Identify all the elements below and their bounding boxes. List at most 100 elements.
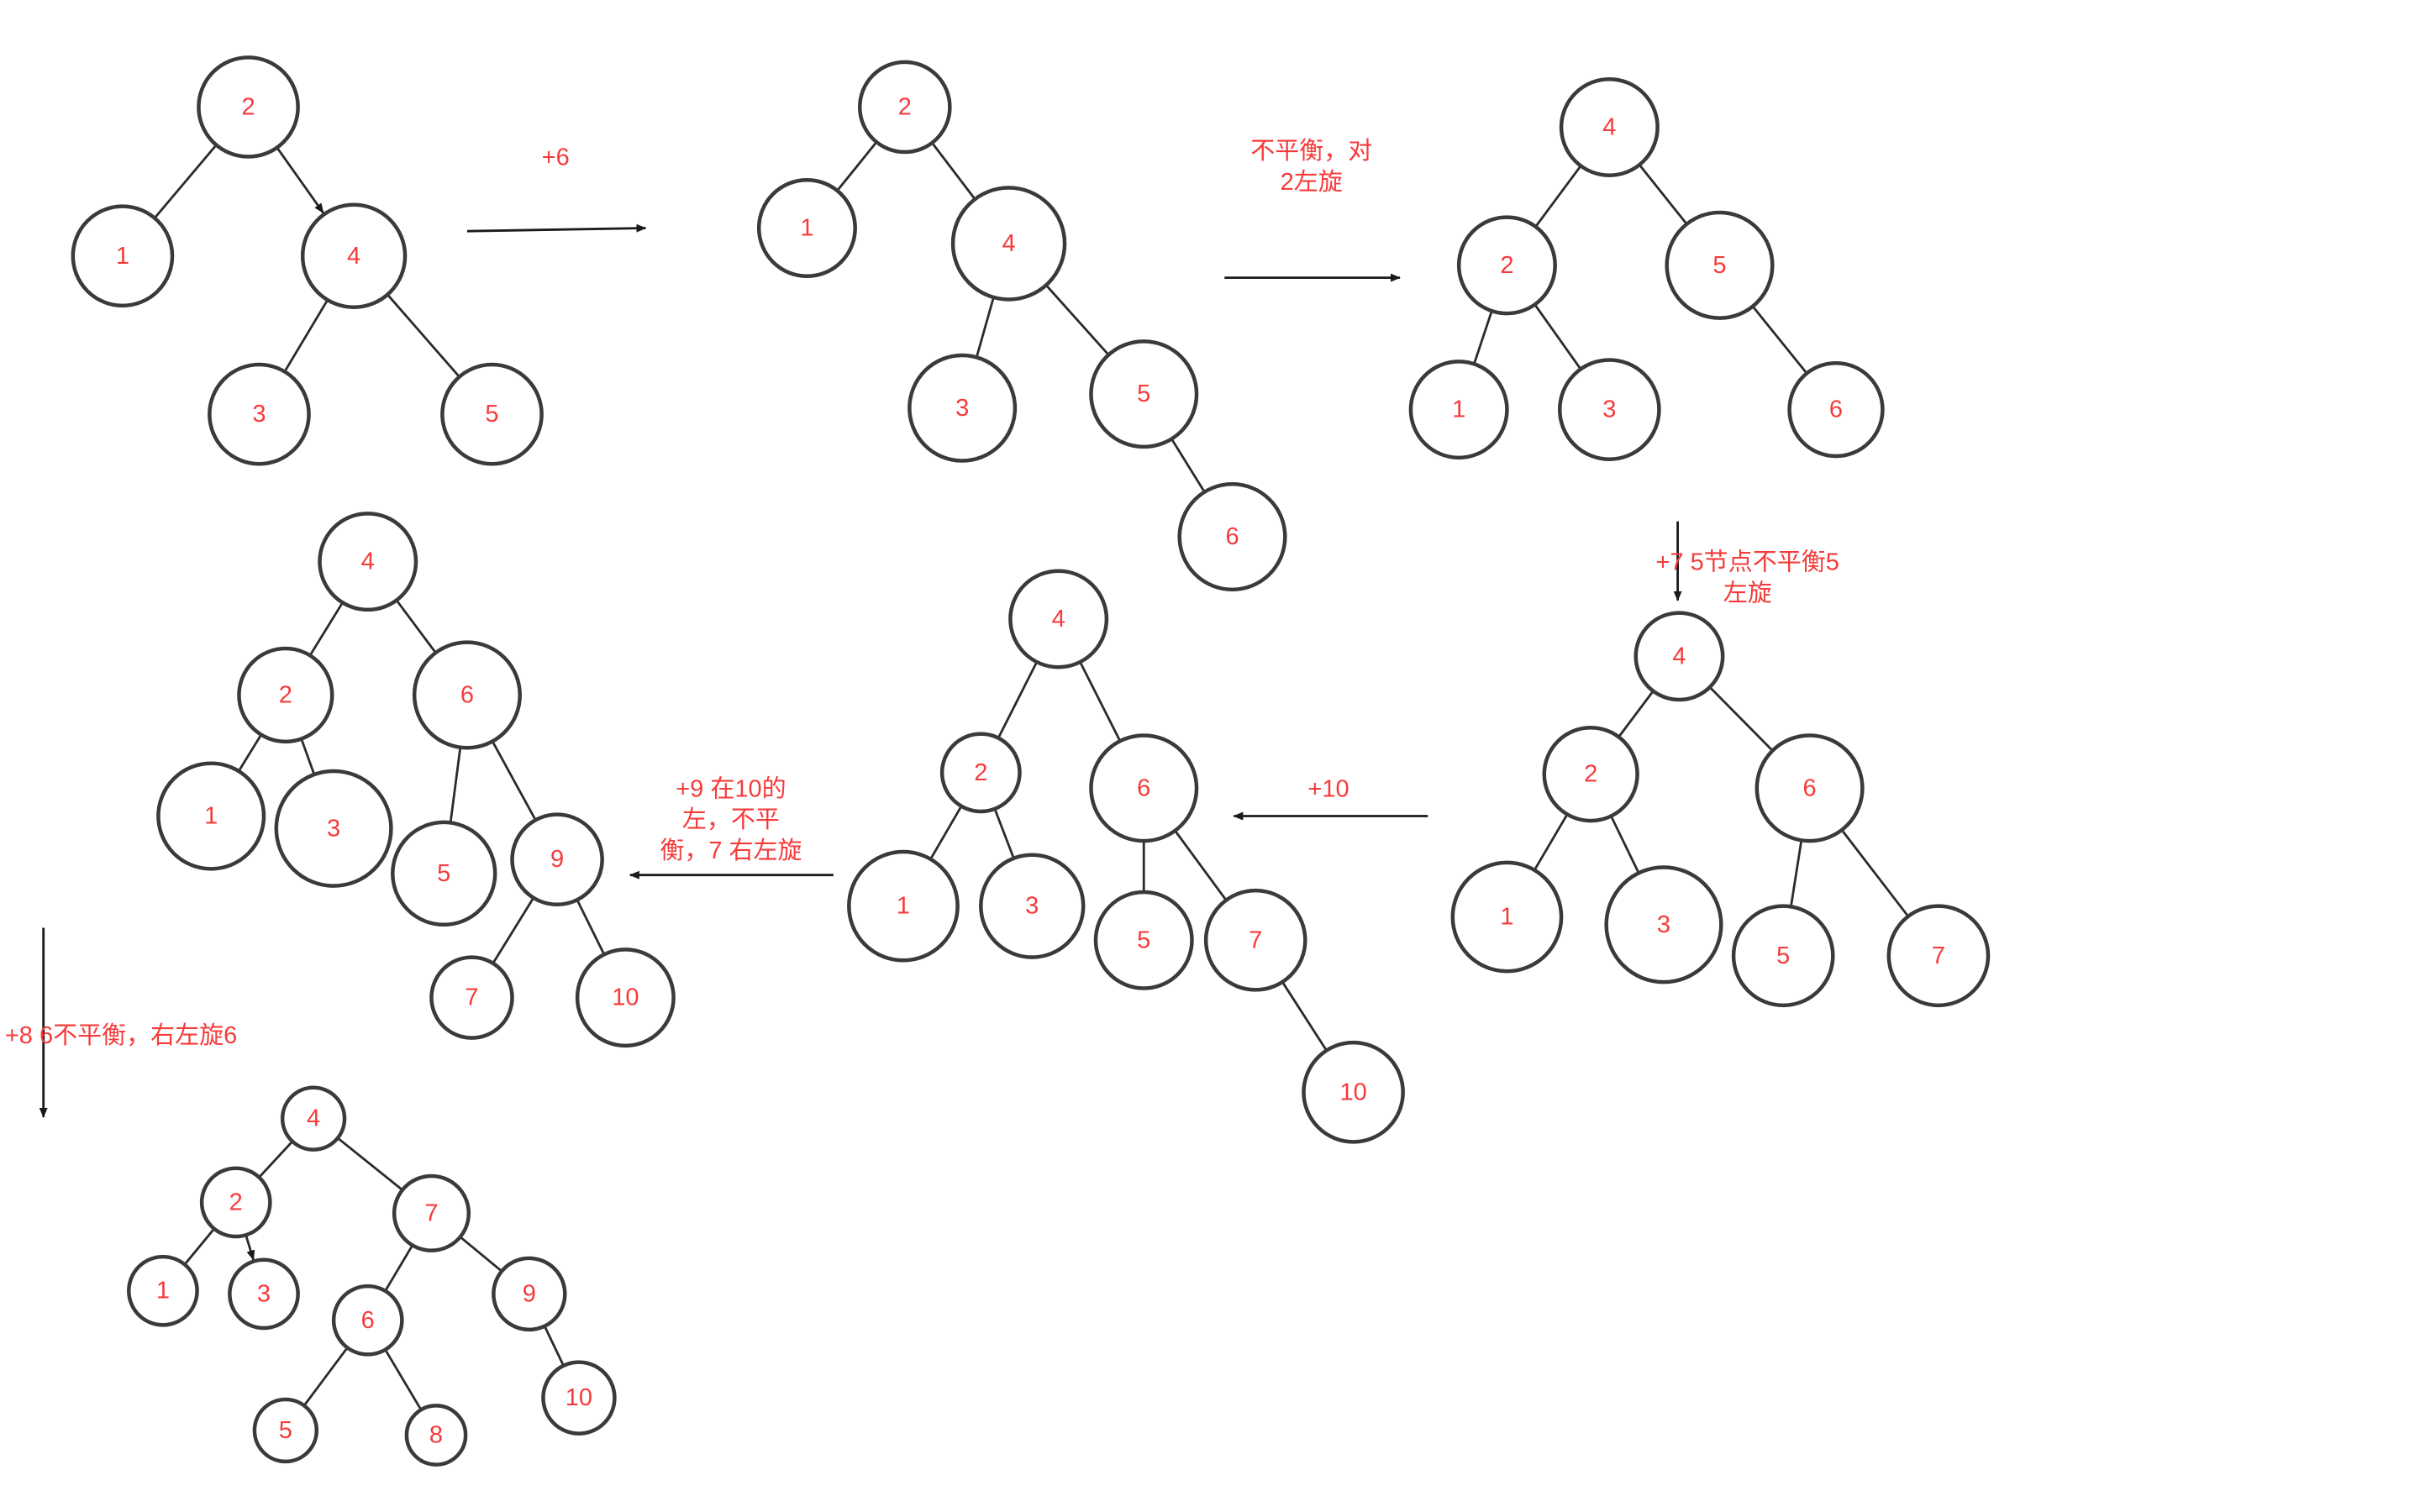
node-circle: [1665, 210, 1775, 320]
edge-t5-n2-t5-n1: [930, 806, 962, 859]
node-label: 5: [279, 1417, 292, 1444]
tree-node-t4-n7: 7: [1886, 904, 1991, 1008]
node-label: 6: [1225, 523, 1239, 550]
node-circle: [252, 1397, 319, 1464]
node-label: 4: [1602, 113, 1616, 140]
tree-node-t7-n5: 5: [252, 1397, 319, 1464]
node-label: 7: [465, 984, 478, 1011]
tree-node-t6-n3: 3: [274, 769, 393, 888]
tree-node-t5-n5: 5: [1093, 890, 1194, 990]
edge-t7-n9-t7-n10: [544, 1326, 565, 1366]
node-label: 10: [566, 1384, 592, 1411]
edge-t5-n6-t5-n7: [1175, 831, 1227, 900]
node-circle: [908, 353, 1018, 463]
tree-node-t1-n1: 1: [71, 204, 175, 308]
node-label: 6: [1803, 774, 1817, 801]
edge-t1-n2-t1-n1: [154, 144, 217, 218]
node-label: 2: [241, 93, 255, 120]
tree-node-t5-n3: 3: [979, 853, 1086, 959]
edge-t3-n2-t3-n3: [1534, 304, 1581, 370]
tree-node-t7-n10: 10: [541, 1360, 617, 1436]
node-label: 3: [252, 401, 266, 428]
tree-node-t6-n9: 9: [510, 812, 604, 907]
node-label: 1: [156, 1278, 170, 1305]
node-circle: [440, 362, 544, 466]
node-label: 2: [1500, 252, 1513, 279]
node-circle: [412, 640, 522, 750]
node-label: 4: [361, 549, 375, 575]
node-label: 2: [229, 1189, 243, 1215]
node-circle: [1203, 888, 1307, 992]
tree-node-t7-n3: 3: [228, 1257, 300, 1331]
tree-node-t4-n5: 5: [1731, 904, 1835, 1008]
node-label: 2: [279, 681, 292, 708]
tree-node-t2-n5: 5: [1089, 339, 1199, 449]
node-circle: [1456, 215, 1557, 316]
node-circle: [1557, 358, 1661, 461]
tree-node-t7-n2: 2: [199, 1166, 272, 1239]
node-label: 9: [523, 1280, 536, 1307]
node-label: 4: [1002, 230, 1015, 257]
edge-t4-n4-t4-n2: [1618, 690, 1654, 738]
node-label: 1: [116, 243, 129, 270]
node-circle: [1408, 360, 1509, 460]
tree-node-t6-n2: 2: [237, 646, 334, 744]
node-label: 4: [1672, 643, 1686, 669]
arrow-2-caption-line: 2左旋: [1281, 168, 1343, 196]
node-circle: [280, 1085, 347, 1152]
edge-t6-n4-t6-n6: [396, 600, 436, 653]
tree-node-t1-n4: 4: [300, 202, 408, 309]
tree-node-t6-n4: 4: [318, 512, 418, 612]
node-circle: [1089, 733, 1199, 843]
arrow-1-caption: +6: [542, 144, 570, 171]
tree-node-t6-n5: 5: [391, 820, 497, 927]
node-circle: [847, 849, 960, 963]
edge-t1-n2-t1-n4: [276, 147, 325, 214]
node-label: 1: [1500, 904, 1513, 931]
arrow-5-caption-line: 左，不平: [682, 806, 780, 833]
node-circle: [127, 1254, 199, 1327]
edge-t3-n2-t3-n1: [1473, 311, 1493, 364]
edge-t6-n9-t6-n10: [576, 900, 605, 954]
node-circle: [331, 1284, 404, 1357]
node-circle: [492, 1256, 567, 1332]
tree-node-t3-n2: 2: [1456, 215, 1557, 316]
edge-t5-n4-t5-n2: [997, 662, 1038, 738]
node-circle: [1089, 339, 1199, 449]
tree-node-t5-n10: 10: [1302, 1040, 1405, 1144]
edge-t4-n4-t4-n6: [1709, 687, 1773, 751]
edge-t4-n6-t4-n5: [1790, 840, 1802, 906]
node-label: 2: [974, 759, 987, 786]
edge-t7-n7-t7-n9: [460, 1236, 502, 1272]
node-label: 4: [307, 1105, 320, 1132]
node-label: 5: [1137, 381, 1150, 407]
tree-node-t6-n7: 7: [429, 955, 514, 1040]
node-label: 2: [898, 93, 912, 120]
node-label: 3: [955, 395, 969, 422]
tree-node-t2-n6: 6: [1177, 482, 1287, 592]
edge-t3-n5-t3-n6: [1752, 306, 1807, 374]
node-circle: [1302, 1040, 1405, 1144]
arrow-6-caption: +8 6不平衡，右左旋6: [5, 1021, 237, 1049]
node-circle: [541, 1360, 617, 1436]
tree-node-t6-n6: 6: [412, 640, 522, 750]
tree-node-t7-n4: 4: [280, 1085, 347, 1152]
edge-t4-n2-t4-n1: [1534, 814, 1568, 870]
node-label: 6: [1137, 774, 1150, 801]
edge-t1-n4-t1-n5: [387, 294, 460, 377]
node-circle: [857, 60, 952, 155]
node-circle: [1731, 904, 1835, 1008]
arrow-1-line: [466, 223, 647, 233]
edge-t3-n4-t3-n2: [1535, 165, 1581, 227]
node-circle: [208, 362, 311, 466]
tree-node-t4-n2: 2: [1542, 725, 1639, 823]
arrow-4-caption-line: +10: [1307, 775, 1349, 802]
node-label: 6: [361, 1307, 375, 1334]
node-circle: [391, 820, 497, 927]
node-circle: [392, 1173, 471, 1252]
